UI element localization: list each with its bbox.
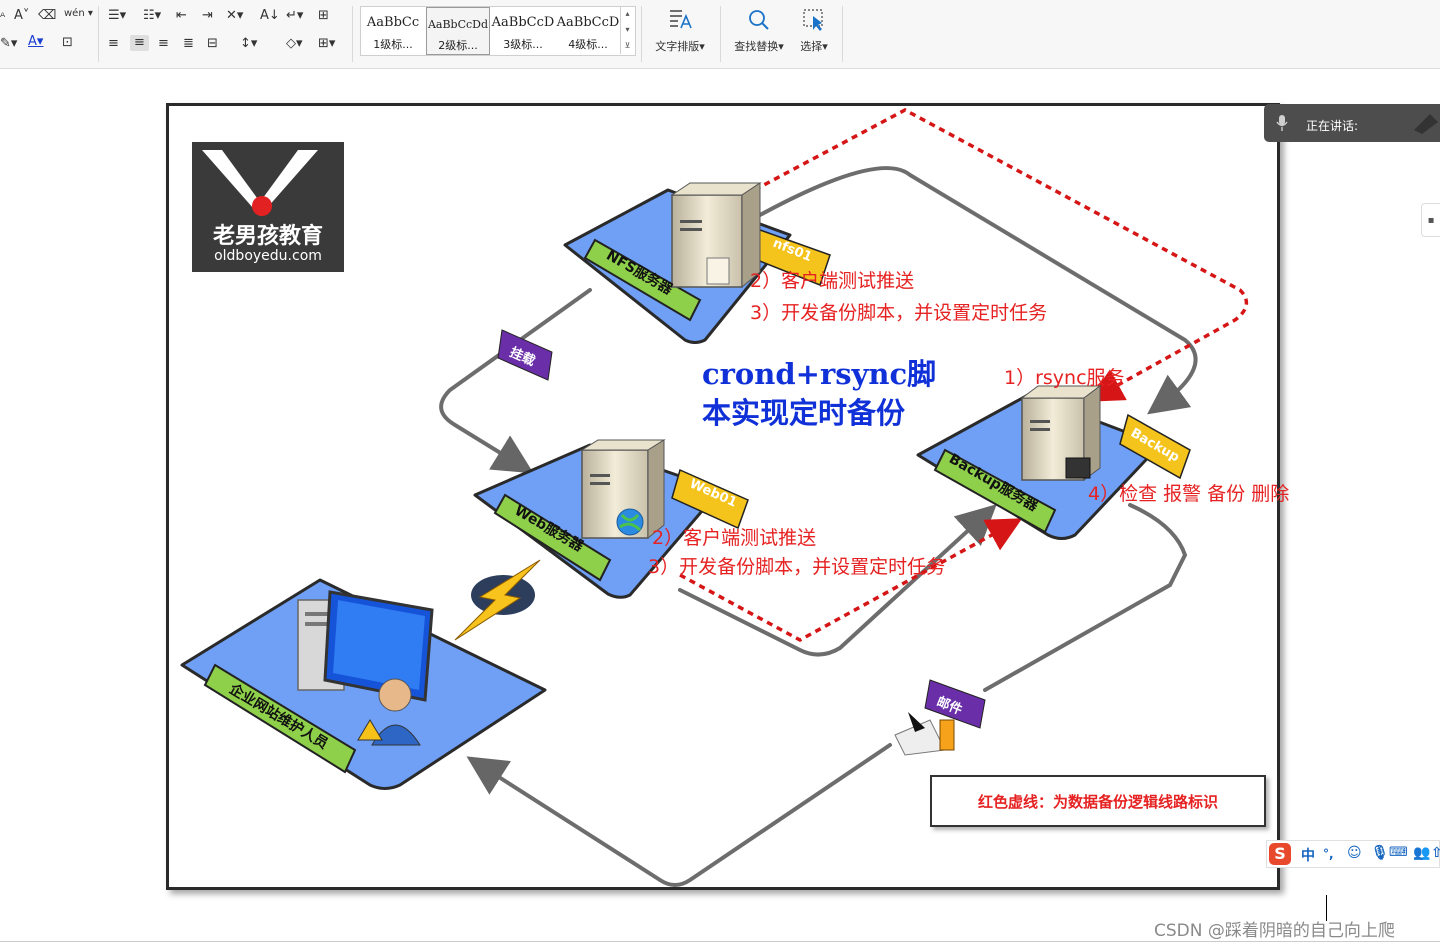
backup-to-mail-line: [983, 503, 1188, 692]
ime-mode-toggle[interactable]: 中: [1301, 848, 1315, 864]
nfs-note-backup-script: 3）开发备份脚本，并设置定时任务: [750, 302, 1048, 324]
diagram-title-line-1: crond+rsync脚: [702, 357, 937, 391]
select-cursor-icon: [803, 9, 823, 31]
nfs-backup-dashed-line: [744, 108, 1249, 402]
numbered-list-icon[interactable]: ☷▾: [143, 8, 162, 23]
distributed-icon[interactable]: ⊟: [207, 36, 218, 51]
sort-icon[interactable]: A↓: [260, 8, 280, 23]
web-to-backup-line: [678, 504, 997, 657]
style-sample: AaBbCcD: [491, 15, 555, 30]
style-sample: AaBbCcD: [556, 15, 620, 30]
speaker-avatar-icon: [1414, 114, 1438, 134]
style-name: 2级标...: [438, 39, 478, 52]
styles-gallery: AaBbCc 1级标... AaBbCcDd 2级标... AaBbCcD 3级…: [360, 6, 636, 56]
ime-more-icon[interactable]: ⇧: [1431, 845, 1440, 861]
chinese-layout-icon[interactable]: ✕▾: [226, 8, 244, 23]
ime-punctuation-toggle[interactable]: °,: [1323, 847, 1334, 861]
oldboy-logo: 老男孩教育 oldboyedu.com: [192, 142, 344, 272]
justify-icon[interactable]: ≣: [183, 36, 194, 51]
align-right-icon[interactable]: ≡: [158, 36, 169, 51]
logo-chinese-text: 老男孩教育: [212, 224, 323, 249]
user-icon[interactable]: 👥: [1413, 845, 1431, 861]
emoji-icon[interactable]: ☺: [1347, 845, 1362, 861]
mail-tag-shape: [924, 679, 986, 729]
logo-v-mark-icon: [202, 150, 318, 216]
styles-gallery-scroll[interactable]: ▴▾⊻: [620, 6, 634, 54]
text-layout-button[interactable]: 文字排版▾: [648, 8, 712, 54]
toolbar-ribbon: ᴬ A˅ ⌫ wén ▾ ✎▾ A▾ ⊡ ☰▾ ☷▾ ⇤ ⇥ ✕▾ A↓ ↵▾ …: [0, 0, 1440, 69]
red-dashed-lines: [679, 108, 1249, 642]
backup-note-check-alarm: 4）检查 报警 备份 删除: [1088, 483, 1290, 505]
ime-toolbar[interactable]: S 中 °, ☺ 🎙 ⌨ 👥 ⇧: [1266, 840, 1440, 868]
mail-envelope-icon: [894, 712, 955, 756]
font-size-decrease-icon[interactable]: A˅: [14, 8, 30, 23]
nfs-server-icon: [670, 182, 762, 289]
line-spacing-icon[interactable]: ↕▾: [240, 36, 258, 51]
gray-flow-lines: [439, 166, 1198, 887]
text-caret: [1326, 895, 1327, 921]
decrease-indent-icon[interactable]: ⇤: [176, 8, 187, 23]
mount-tag-shape: [497, 329, 553, 381]
nfs-to-backup-line: [758, 166, 1198, 415]
style-sample: AaBbCc: [366, 15, 420, 30]
web-server-icon: [580, 439, 666, 540]
font-size-increase-icon[interactable]: ᴬ: [0, 10, 6, 24]
select-button[interactable]: 选择▾: [794, 8, 834, 54]
soft-keyboard-icon[interactable]: ⌨: [1389, 845, 1408, 860]
pinyin-guide-icon[interactable]: wén ▾: [64, 8, 93, 19]
side-panel-tab[interactable]: ▪: [1421, 203, 1440, 237]
logo-domain-text: oldboyedu.com: [214, 248, 322, 264]
borders-icon[interactable]: ⊞▾: [318, 36, 336, 51]
text-layout-icon: [670, 10, 692, 29]
font-color-icon[interactable]: A▾: [28, 34, 44, 49]
csdn-watermark: CSDN @踩着阴暗的自己向上爬: [1154, 921, 1395, 941]
voice-input-icon[interactable]: 🎙: [1371, 845, 1389, 861]
style-name: 1级标...: [373, 38, 413, 51]
legend-box: 红色虚线：为数据备份逻辑线路标识: [930, 775, 1266, 827]
speaking-indicator-panel[interactable]: 正在讲话:: [1264, 104, 1440, 142]
bullet-list-icon[interactable]: ☰▾: [108, 8, 127, 23]
sogou-ime-logo[interactable]: S: [1269, 843, 1291, 865]
search-icon: [749, 10, 769, 30]
lightning-cloud-icon: [454, 559, 541, 641]
table-border-icon[interactable]: ⊞: [318, 8, 329, 23]
style-sample: AaBbCcDd: [427, 18, 489, 31]
highlight-color-icon[interactable]: ✎▾: [0, 36, 18, 51]
clear-format-icon[interactable]: ⌫: [38, 8, 57, 23]
increase-indent-icon[interactable]: ⇥: [202, 8, 213, 23]
nfs-note-test-push: 2）客户端测试推送: [750, 270, 915, 292]
find-replace-label: 查找替换▾: [734, 40, 784, 53]
microphone-icon: [1276, 115, 1288, 131]
style-name: 3级标...: [503, 38, 543, 51]
backup-server-icon: [1020, 385, 1102, 481]
align-center-icon[interactable]: ≡: [130, 35, 149, 51]
style-heading-3[interactable]: AaBbCcD 3级标...: [491, 7, 555, 55]
show-marks-icon[interactable]: ↵▾: [286, 8, 304, 23]
char-border-icon[interactable]: ⊡: [62, 35, 73, 50]
admin-workstation-icon: [297, 590, 434, 746]
shading-icon[interactable]: ◇▾: [286, 36, 303, 51]
find-replace-button[interactable]: 查找替换▾: [728, 8, 790, 54]
style-name: 4级标...: [568, 38, 608, 51]
select-label: 选择▾: [800, 40, 828, 53]
style-heading-2[interactable]: AaBbCcDd 2级标...: [426, 7, 490, 55]
legend-text: 红色虚线：为数据备份逻辑线路标识: [977, 793, 1218, 811]
web-note-backup-script: 3）开发备份脚本，并设置定时任务: [648, 556, 946, 578]
backup-note-rsync-service: 1）rsync服务: [1004, 367, 1125, 389]
web-note-test-push: 2）客户端测试推送: [652, 527, 817, 549]
web-backup-dashed-line: [679, 518, 1023, 642]
style-heading-4[interactable]: AaBbCcD 4级标...: [556, 7, 620, 55]
align-left-icon[interactable]: ≡: [108, 36, 119, 51]
diagram-title-line-2: 本实现定时备份: [702, 396, 906, 430]
style-heading-1[interactable]: AaBbCc 1级标...: [361, 7, 425, 55]
text-layout-label: 文字排版▾: [655, 40, 705, 53]
mount-line: [439, 288, 592, 474]
status-divider: [0, 941, 1440, 942]
mail-to-admin-line: [466, 743, 892, 887]
speaking-label: 正在讲话:: [1306, 119, 1359, 133]
